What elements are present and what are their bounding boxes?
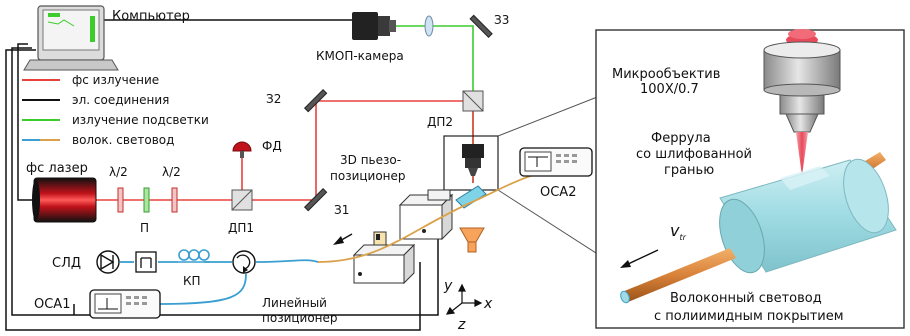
beam-splitter-2-label: ДП2	[427, 115, 453, 129]
velocity-symbol: v	[670, 221, 680, 240]
movement-arrow	[333, 233, 353, 245]
polarizer	[143, 187, 150, 213]
axis-z-label: z	[457, 317, 466, 333]
half-wave-plate-1	[117, 187, 124, 213]
zoom-line-top	[497, 91, 611, 137]
polarizer-label: П	[140, 221, 149, 235]
inset-objective-label-2: 100X/0.7	[640, 82, 699, 97]
osa2-device	[519, 147, 593, 177]
ferrule-holder	[455, 185, 487, 209]
mirror-m3-label: З3	[494, 13, 509, 27]
half-wave-plate-2-label: λ/2	[162, 165, 181, 179]
mirror-m1-label: З1	[334, 203, 349, 217]
polarization-controller	[178, 249, 210, 263]
circulator	[232, 250, 256, 274]
linear-positioner-label-2: позиционер	[262, 311, 338, 325]
legend-label-illumination: излучение подсветки	[72, 113, 209, 127]
isolator	[135, 251, 157, 273]
inset-objective-label-1: Микрообъектив	[612, 67, 720, 82]
beam-splitter-1-label: ДП1	[228, 221, 254, 235]
mirror-m1	[303, 187, 328, 212]
wire-computer-linear	[5, 49, 421, 331]
zoom-line-bottom	[497, 189, 611, 263]
osa1-label: ОСА1	[34, 297, 70, 312]
inset-objective	[763, 29, 841, 176]
piezo-positioner-3d	[398, 189, 454, 241]
coordinate-axes	[445, 283, 483, 315]
axis-x-label: x	[483, 296, 493, 312]
photodiode-label: ФД	[262, 139, 282, 153]
inset-fiber-front	[620, 248, 736, 304]
beam-splitter-2	[462, 90, 484, 112]
osa2-label: ОСА2	[540, 185, 576, 200]
inset-panel	[595, 29, 905, 329]
computer-label: Компьютер	[112, 9, 190, 24]
legend-label-fs: фс излучение	[72, 73, 159, 87]
beam-splitter-1	[231, 189, 253, 211]
mirror-m3	[469, 14, 493, 39]
velocity-arrow	[620, 249, 659, 268]
linear-positioner	[352, 231, 416, 285]
inset-ferrule-label-2: со шлифованной	[636, 147, 752, 162]
linear-positioner-label-1: Линейный	[262, 296, 327, 310]
cmos-camera	[352, 12, 396, 40]
mirror-m2-label: З2	[266, 92, 281, 106]
inset-fiber-label-2: с полиимидным покрытием	[654, 309, 844, 324]
axis-y-label: y	[443, 278, 453, 294]
pc-label: КП	[183, 274, 201, 288]
photodiode	[232, 141, 252, 158]
objective	[462, 144, 484, 176]
velocity-label: vtr	[670, 221, 687, 242]
wire-computer-piezo	[11, 47, 439, 316]
fs-laser	[32, 177, 97, 223]
illumination-source	[459, 227, 485, 253]
half-wave-plate-1-label: λ/2	[109, 165, 128, 179]
velocity-subscript: tr	[679, 233, 686, 242]
inset-ferrule-label-3: гранью	[664, 163, 714, 178]
legend: фс излучение эл. соединения излучение по…	[22, 73, 209, 147]
computer	[23, 5, 119, 71]
osa1-device	[89, 289, 161, 319]
mirror-m2	[303, 88, 328, 113]
half-wave-plate-2	[171, 187, 178, 213]
fs-laser-label: фс лазер	[26, 161, 88, 176]
inset-ferrule	[719, 158, 897, 274]
camera-lens	[424, 15, 434, 37]
sld-source	[96, 250, 120, 274]
wire-computer-laser	[17, 43, 32, 201]
legend-label-fiber: волок. световод	[72, 133, 174, 147]
piezo-positioner-label-2: позиционер	[330, 169, 406, 183]
inset-fiber-label-1: Волоконный световод	[670, 291, 822, 306]
illumination-path	[396, 25, 474, 183]
inset-ferrule-label-1: Феррула	[651, 131, 711, 146]
piezo-positioner-label-1: 3D пьезо-	[340, 153, 401, 167]
sld-label: СЛД	[52, 256, 81, 271]
cmos-camera-label: КМОП-камера	[316, 49, 404, 63]
fiber-paths	[120, 167, 561, 305]
legend-label-electric: эл. соединения	[72, 93, 169, 107]
